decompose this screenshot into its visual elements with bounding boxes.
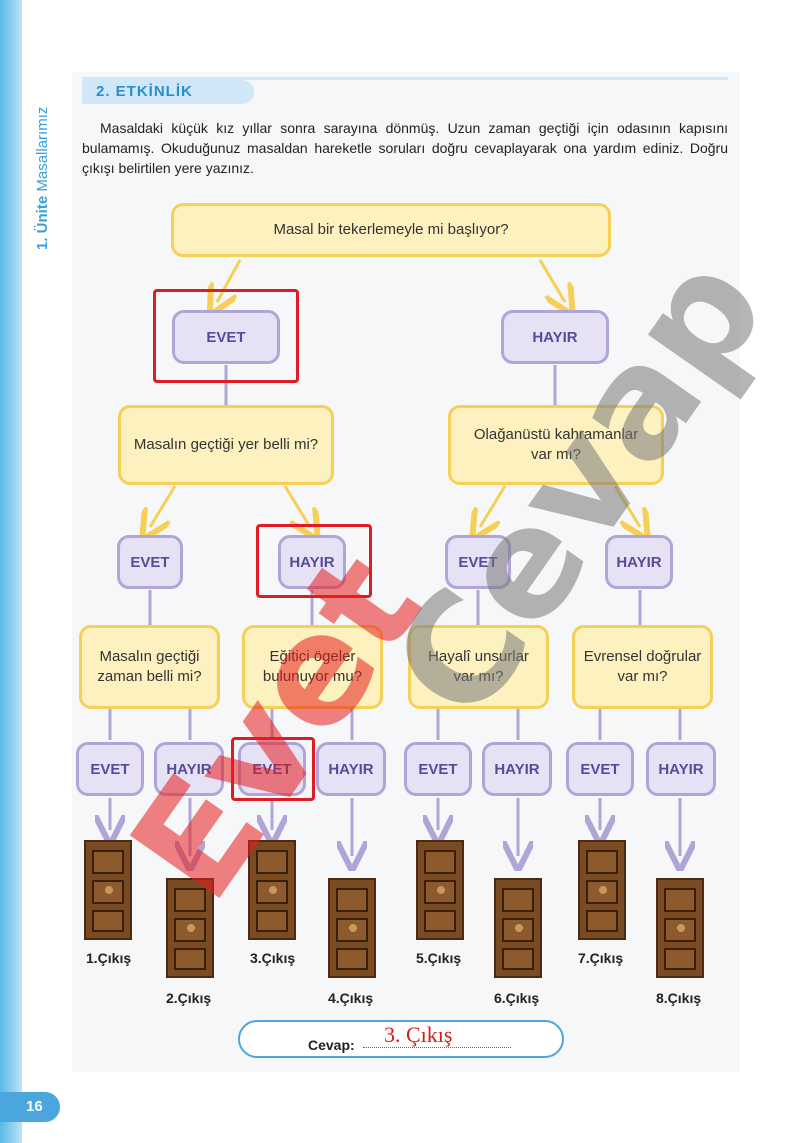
answer-l4-3: EVET (238, 742, 306, 796)
answer-l3-2: HAYIR (278, 535, 346, 589)
exit-label-5: 5.Çıkış (416, 950, 462, 966)
arrow-hero-yes (480, 485, 507, 527)
exit-label-7: 7.Çıkış (578, 950, 624, 966)
page-number: 16 (26, 1098, 43, 1115)
answer-l4-2: HAYIR (154, 742, 224, 796)
question-educational: Eğitici ögeler bulunuyor mu? (242, 625, 383, 709)
exit-label-2: 2.Çıkış (166, 990, 212, 1006)
arrow-place-no (283, 485, 310, 527)
arrow-place-yes (150, 485, 177, 527)
answer-hayir-root: HAYIR (501, 310, 609, 364)
question-time: Masalın geçtiği zaman belli mi? (79, 625, 220, 709)
question-imaginary: Hayalî unsurlar var mı? (408, 625, 549, 709)
page-edge-strip (0, 0, 22, 1143)
exit-label-6: 6.Çıkış (494, 990, 540, 1006)
highlight-l3-hayir (256, 524, 372, 598)
door-5-icon (416, 840, 464, 940)
question-place: Masalın geçtiği yer belli mi? (118, 405, 334, 485)
activity-header-line (82, 77, 728, 80)
exit-label-4: 4.Çıkış (328, 990, 374, 1006)
door-4-icon (328, 878, 376, 978)
activity-title: 2. ETKİNLİK (96, 83, 193, 100)
answer-l4-4: HAYIR (316, 742, 386, 796)
page-number-badge (0, 1092, 60, 1122)
question-universal: Evrensel doğrular var mı? (572, 625, 713, 709)
activity-badge (82, 80, 254, 104)
door-8-icon (656, 878, 704, 978)
answer-evet-root: EVET (172, 310, 280, 364)
arrow-hero-no (613, 485, 640, 527)
door-6-icon (494, 878, 542, 978)
highlight-root-evet (153, 289, 299, 383)
exit-label-3: 3.Çıkış (250, 950, 296, 966)
highlight-l4-evet (231, 737, 315, 801)
question-heroes: Olağanüstü kahramanlar var mı? (448, 405, 664, 485)
answer-l4-5: EVET (404, 742, 472, 796)
answer-label: Cevap: (308, 1037, 355, 1053)
door-1-icon (84, 840, 132, 940)
door-3-icon (248, 840, 296, 940)
arrow-root-yes (217, 259, 242, 302)
door-7-icon (578, 840, 626, 940)
answer-l3-3: EVET (445, 535, 511, 589)
answer-l3-4: HAYIR (605, 535, 673, 589)
answer-l4-7: EVET (566, 742, 634, 796)
answer-l4-1: EVET (76, 742, 144, 796)
answer-l4-6: HAYIR (482, 742, 552, 796)
answer-value: 3. Çıkış (384, 1022, 453, 1047)
exit-label-1: 1.Çıkış (86, 950, 132, 966)
arrow-root-no (538, 259, 565, 302)
answer-box[interactable] (238, 1020, 564, 1058)
activity-instructions: Masaldaki küçük kız yıllar sonra sarayın… (82, 120, 728, 176)
root-question: Masal bir tekerlemeyle mi başlıyor? (171, 203, 611, 257)
answer-line (363, 1047, 511, 1048)
answer-l3-1: EVET (117, 535, 183, 589)
answer-l4-8: HAYIR (646, 742, 716, 796)
door-2-icon (166, 878, 214, 978)
exit-label-8: 8.Çıkış (656, 990, 702, 1006)
